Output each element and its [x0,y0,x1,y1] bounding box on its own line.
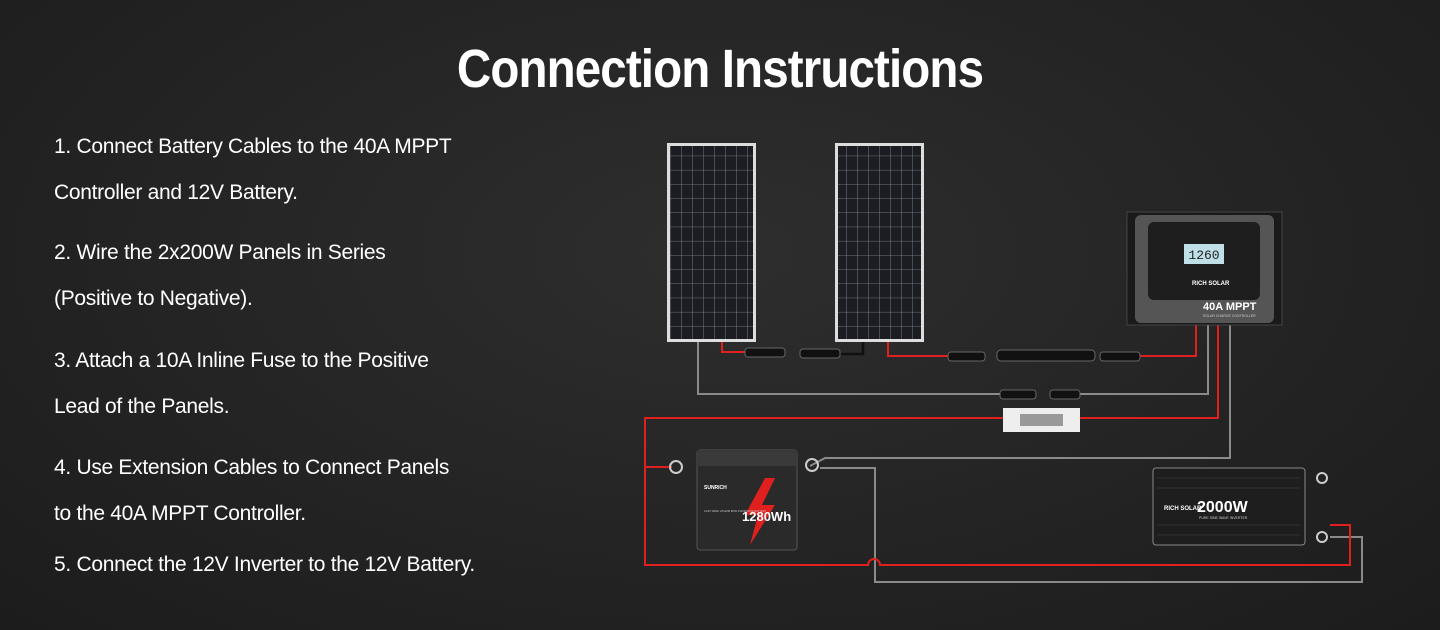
battery-fuse [1003,408,1080,432]
solar-panel-1 [667,143,756,342]
controller-brand: RICH SOLAR [1192,281,1230,287]
extension-positive-wire [1140,325,1197,357]
controller-model: 40A MPPT [1203,301,1257,313]
mc4-connector [799,348,841,359]
positive-terminal [669,460,683,474]
inverter-brand: RICH SOLAR [1164,506,1202,512]
series-link-wire [840,342,865,356]
battery-inverter-positive-wire [644,467,1351,566]
controller-positive-wire [1080,325,1219,419]
battery: SUNRICH 1280Wh 12.8V 100Ah LITHIUM IRON … [669,449,819,551]
mc4-connectors [744,347,1141,400]
step-4-line-2: to the 40A MPPT Controller. [54,502,306,525]
step-4-line-1: 4. Use Extension Cables to Connect Panel… [54,456,450,479]
battery-inverter-negative-wire [820,467,1363,583]
battery-positive-wire [644,417,1003,468]
solar-panel-2 [835,143,924,342]
battery-spec: 12.8V 100Ah LITHIUM IRON PHOSPHATE BATTE… [704,509,767,513]
step-2-line-1: 2. Wire the 2x200W Panels in Series [54,241,386,264]
battery-brand: SUNRICH [704,485,727,491]
inverter: RICH SOLAR 2000W PURE SINE WAVE INVERTER [1152,467,1328,546]
mc4-connector [1049,389,1081,400]
mc4-connector [999,389,1037,400]
step-5-line-1: 5. Connect the 12V Inverter to the 12V B… [54,553,475,576]
inverter-model: 2000W [1197,499,1249,516]
panel2-positive-wire [887,342,948,357]
panel-negative-wire [697,342,1000,395]
lcd-reading: 1260 [1188,248,1219,263]
step-5: 5. Connect the 12V Inverter to the 12V B… [54,542,475,588]
lightning-icon [745,478,775,545]
step-1-line-1: 1. Connect Battery Cables to the 40A MPP… [54,135,452,158]
lcd-display [1184,244,1224,264]
positive-wires [644,325,1351,566]
step-4: 4. Use Extension Cables to Connect Panel… [54,445,449,537]
step-3-line-2: Lead of the Panels. [54,395,230,418]
extension-negative-wire [1080,325,1209,395]
step-1-line-2: Controller and 12V Battery. [54,181,298,204]
charge-controller: 1260 RICH SOLAR 40A MPPT SOLAR CHARGE CO… [1126,211,1283,326]
step-2-line-2: (Positive to Negative). [54,287,253,310]
step-3: 3. Attach a 10A Inline Fuse to the Posit… [54,338,429,430]
panel1-positive-wire [721,342,745,353]
inline-fuse [996,349,1096,362]
inverter-positive-terminal [1316,472,1328,484]
controller-subtitle: SOLAR CHARGE CONTROLLER [1203,314,1256,318]
step-3-line-1: 3. Attach a 10A Inline Fuse to the Posit… [54,349,429,372]
page-title: Connection Instructions [456,39,984,99]
negative-terminal [805,458,819,472]
step-2: 2. Wire the 2x200W Panels in Series (Posi… [54,230,386,322]
inverter-subtitle: PURE SINE WAVE INVERTER [1199,516,1248,520]
battery-capacity: 1280Wh [742,509,791,524]
inverter-negative-terminal [1316,531,1328,543]
mc4-connector [947,351,986,362]
mc4-connector [1099,351,1141,362]
mc4-connector [744,347,786,358]
step-1: 1. Connect Battery Cables to the 40A MPP… [54,124,452,216]
